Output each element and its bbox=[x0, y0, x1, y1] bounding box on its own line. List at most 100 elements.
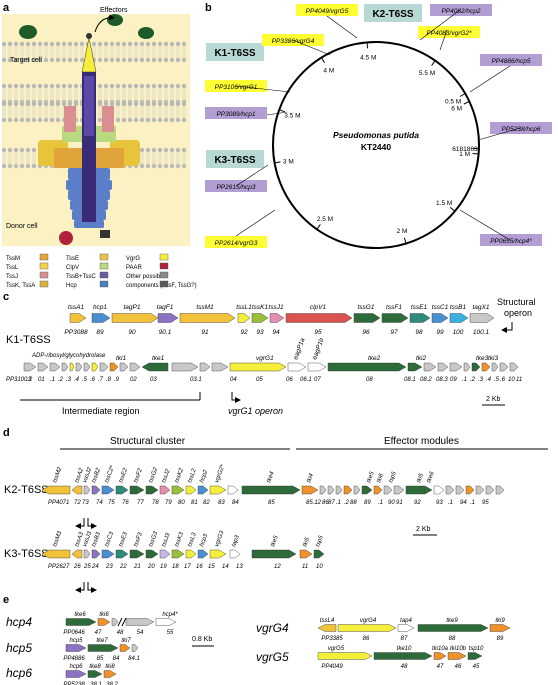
gene-label: tssJ1 bbox=[268, 304, 284, 311]
hcp6-label: hcp6 bbox=[6, 666, 32, 680]
gene-number: 75 bbox=[108, 500, 115, 506]
break-mark bbox=[117, 617, 123, 627]
gene-label: tki5 bbox=[416, 472, 425, 483]
gene-label: tssB3 bbox=[91, 531, 102, 548]
gene-label: eagP1b bbox=[311, 337, 325, 361]
legend-label: TssE bbox=[66, 256, 79, 262]
genome-tick-label: 4.5 M bbox=[360, 54, 376, 61]
legend-swatch bbox=[159, 280, 169, 288]
gene-label: clpV1 bbox=[310, 304, 327, 311]
gene-number: 94 bbox=[272, 329, 280, 336]
gene-arrow bbox=[65, 618, 97, 626]
genome-tick-label: 6 M bbox=[451, 105, 462, 112]
effector-arrow bbox=[94, 14, 115, 33]
legend-swatch bbox=[99, 271, 109, 279]
gene-arrow bbox=[61, 362, 69, 372]
gene-label: tssL1 bbox=[236, 304, 252, 311]
gene-arrow bbox=[467, 652, 483, 660]
gene-number: 48 bbox=[117, 630, 124, 636]
leader-line bbox=[292, 39, 331, 56]
gene-arrow bbox=[409, 313, 431, 323]
gene-number: 81 bbox=[191, 500, 198, 506]
genome-tick-label: 1.5 M bbox=[436, 200, 452, 207]
gene-arrow bbox=[145, 549, 159, 559]
intermediate-label: Intermediate region bbox=[62, 406, 140, 416]
gene-number: .5 bbox=[494, 377, 500, 383]
gene-arrow bbox=[373, 485, 383, 495]
gene-number: 26 bbox=[73, 564, 81, 570]
gene-number: 55 bbox=[167, 630, 174, 636]
gene-arrow bbox=[115, 485, 129, 495]
hcp-label-box bbox=[480, 54, 542, 66]
gene-label: eagP1a bbox=[292, 337, 306, 361]
gene-arrow bbox=[91, 485, 101, 495]
gene-arrow bbox=[197, 549, 209, 559]
gene-arrow bbox=[211, 362, 229, 372]
gene-arrow bbox=[449, 362, 463, 372]
genome-tick-label: 4 M bbox=[323, 68, 334, 75]
genome-tick-label: 3 M bbox=[283, 158, 294, 165]
gene-number: .5 bbox=[82, 377, 88, 383]
gene-number: PP0646 bbox=[63, 630, 85, 636]
gene-label: tki3 bbox=[488, 355, 499, 362]
structural-cluster-label: Structural cluster bbox=[110, 436, 186, 447]
hcp-label-box bbox=[480, 234, 542, 246]
gene-label: tap4 bbox=[400, 618, 412, 624]
gene-arrow bbox=[307, 362, 327, 372]
gene-number: 22 bbox=[119, 564, 127, 570]
gene-arrow bbox=[119, 644, 131, 652]
gene-label: tssE3 bbox=[118, 531, 129, 548]
gene-number: 100 bbox=[453, 329, 464, 336]
genome-tick bbox=[463, 101, 470, 105]
genome-circle bbox=[272, 41, 480, 249]
legend-label: PAAR bbox=[126, 265, 143, 271]
gene-arrow bbox=[481, 362, 491, 372]
gene-arrow bbox=[433, 652, 447, 660]
gene-number: 85 bbox=[97, 656, 104, 662]
gene-number: .1 bbox=[50, 377, 55, 383]
gene-number: 48 bbox=[401, 664, 408, 670]
gene-number: 20 bbox=[147, 564, 155, 570]
gene-arrow bbox=[159, 549, 171, 559]
gene-arrow bbox=[71, 485, 83, 495]
gene-number: 08.3 bbox=[436, 377, 448, 383]
gene-number: .4 bbox=[74, 377, 80, 383]
gene-label: vgrG3 bbox=[214, 530, 225, 548]
gene-arrow bbox=[99, 362, 109, 372]
genome-tick bbox=[472, 152, 479, 155]
gene-number: 90.1 bbox=[159, 329, 172, 336]
structural-operon-label-1: Structural bbox=[497, 297, 536, 307]
gene-arrow bbox=[41, 549, 71, 559]
legend-label: VgrG bbox=[126, 256, 140, 262]
gene-number: .2 bbox=[58, 377, 64, 383]
gene-label: tki10b bbox=[450, 646, 467, 652]
gene-number: 80 bbox=[178, 500, 185, 506]
svg-text:K2-T6SS: K2-T6SS bbox=[372, 9, 413, 20]
gene-number: 38.1 bbox=[90, 682, 102, 685]
gene-arrow bbox=[445, 485, 455, 495]
legend-swatch bbox=[99, 262, 109, 270]
cell-diagram: Effectors Target cell Donor cell bbox=[1, 7, 190, 246]
hcp-label: PP4886/hcp5 bbox=[491, 58, 530, 65]
scale-e-label: 0.8 Kb bbox=[192, 636, 212, 643]
gene-arrow bbox=[417, 624, 489, 632]
legend-swatch bbox=[99, 253, 109, 261]
legend-label: TssK, TssA bbox=[6, 283, 35, 289]
legend-swatch bbox=[159, 262, 169, 270]
vgrg-label: PP4049/vgrG5 bbox=[306, 8, 349, 15]
gene-number: PP4071 bbox=[48, 500, 69, 506]
gene-arrow bbox=[65, 670, 87, 678]
gene-number: .2 bbox=[316, 500, 322, 506]
k1-system-label: K1-T6SS bbox=[6, 334, 51, 346]
gene-arrow bbox=[83, 362, 91, 372]
gene-arrow bbox=[129, 362, 141, 372]
legend-swatch bbox=[99, 280, 109, 288]
gene-arrow bbox=[145, 485, 159, 495]
gene-number: 78 bbox=[152, 500, 159, 506]
gene-label: tsp5 bbox=[388, 470, 398, 483]
gene-number: .6 bbox=[500, 377, 506, 383]
gene-label: tssC1 bbox=[432, 304, 449, 311]
gene-label: tki8 bbox=[105, 664, 115, 670]
vgrg-label-box bbox=[296, 4, 358, 16]
